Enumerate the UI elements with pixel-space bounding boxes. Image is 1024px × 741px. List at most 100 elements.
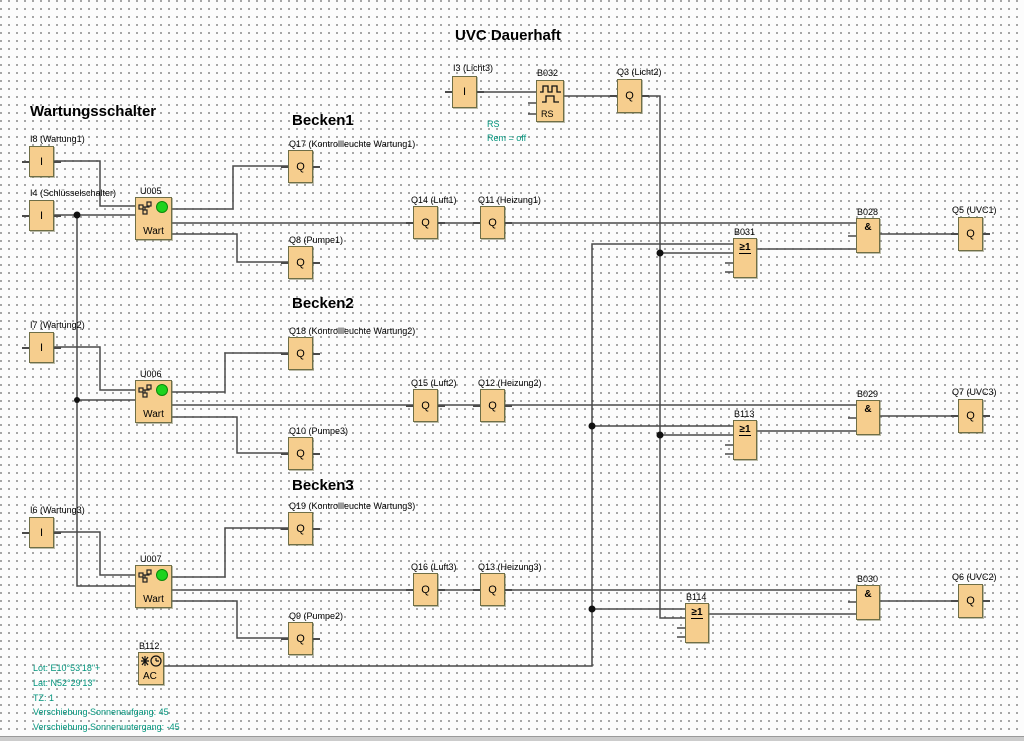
input-symbol: I	[39, 209, 44, 222]
block-or-b031[interactable]: ≥1	[733, 238, 757, 278]
label-b112: B112	[139, 641, 160, 651]
label-i8: I8 (Wartung1)	[30, 134, 85, 144]
or-symbol: ≥1	[739, 424, 751, 436]
block-output-q8[interactable]: Q	[281, 246, 320, 279]
label-q19: Q19 (Kontrollleuchte Wartung3)	[289, 501, 416, 511]
block-astro-clock-b112[interactable]: AC	[138, 652, 164, 685]
block-or-b113[interactable]: ≥1	[733, 420, 757, 460]
input-symbol: I	[39, 526, 44, 539]
output-symbol: Q	[296, 522, 305, 535]
block-input-i3[interactable]: I	[445, 76, 484, 108]
block-output-q15[interactable]: Q	[406, 389, 445, 422]
label-q10: Q10 (Pumpe3)	[289, 426, 349, 436]
label-q16: Q16 (Luft3)	[411, 562, 457, 572]
block-input-i6[interactable]: I	[22, 517, 61, 548]
block-input-i4[interactable]: I	[22, 200, 61, 231]
param-rem[interactable]: Rem = off	[487, 133, 527, 143]
input-symbol: I	[462, 86, 467, 98]
label-i6: I6 (Wartung3)	[30, 505, 85, 515]
block-udf-u005[interactable]: Wart	[135, 197, 172, 240]
block-output-q7[interactable]: Q	[951, 399, 990, 433]
param-longitude[interactable]: Lot: E10°53'18"+	[33, 663, 101, 673]
output-symbol: Q	[488, 583, 497, 596]
label-u005: U005	[140, 186, 162, 196]
block-output-q12[interactable]: Q	[473, 389, 512, 422]
param-rs[interactable]: RS	[487, 119, 500, 129]
astro-clock-icon	[141, 655, 163, 673]
block-output-q18[interactable]: Q	[281, 337, 320, 370]
label-q7: Q7 (UVC3)	[952, 387, 997, 397]
comment-becken1[interactable]: Becken1	[292, 112, 354, 129]
label-u007: U007	[140, 554, 162, 564]
label-b032: B032	[537, 68, 559, 78]
and-symbol: &	[864, 404, 872, 415]
output-symbol: Q	[421, 583, 430, 596]
block-input-i8[interactable]: I	[22, 146, 61, 177]
comment-uvc-dauerhaft[interactable]: UVC Dauerhaft	[455, 27, 561, 44]
label-b114: B114	[686, 592, 707, 602]
param-latitude[interactable]: Lat: N52°29'13"	[33, 678, 96, 688]
udf-symbol: Wart	[143, 226, 164, 237]
param-sunset-offset[interactable]: Verschiebung Sonnenuntergang: -45	[33, 722, 180, 732]
status-led-green	[156, 384, 168, 396]
status-led-green	[156, 201, 168, 213]
label-q9: Q9 (Pumpe2)	[289, 611, 344, 621]
pulse-relay-symbol: RS	[541, 109, 554, 119]
label-q18: Q18 (Kontrollleuchte Wartung2)	[289, 326, 416, 336]
block-output-q14[interactable]: Q	[406, 206, 445, 239]
label-b029: B029	[857, 389, 879, 399]
label-q17: Q17 (Kontrollleuchte Wartung1)	[289, 139, 416, 149]
block-output-q19[interactable]: Q	[281, 512, 320, 545]
output-symbol: Q	[421, 399, 430, 412]
label-b028: B028	[857, 207, 879, 217]
output-symbol: Q	[296, 347, 305, 360]
block-and-b030[interactable]: &	[856, 585, 880, 620]
udf-symbol: Wart	[143, 409, 164, 420]
block-output-q6[interactable]: Q	[951, 584, 990, 618]
label-q11: Q11 (Heizung1)	[478, 195, 541, 205]
output-symbol: Q	[296, 256, 305, 269]
or-symbol: ≥1	[739, 242, 751, 254]
status-led-green	[156, 569, 168, 581]
block-pulse-relay-b032[interactable]: RS	[536, 80, 564, 122]
output-symbol: Q	[966, 595, 975, 607]
label-i4: I4 (Schlüsselschalter)	[30, 188, 117, 198]
label-q8: Q8 (Pumpe1)	[289, 235, 344, 245]
param-sunrise-offset[interactable]: Verschiebung Sonnenaufgang: 45	[33, 707, 169, 717]
block-output-q17[interactable]: Q	[281, 150, 320, 183]
label-q14: Q14 (Luft1)	[411, 195, 457, 205]
comment-becken2[interactable]: Becken2	[292, 295, 354, 312]
label-i7: I7 (Wartung2)	[30, 320, 85, 330]
block-udf-u006[interactable]: Wart	[135, 380, 172, 423]
block-output-q10[interactable]: Q	[281, 437, 320, 470]
label-q6: Q6 (UVC2)	[952, 572, 997, 582]
block-output-q9[interactable]: Q	[281, 622, 320, 655]
block-and-b028[interactable]: &	[856, 218, 880, 253]
input-symbol: I	[39, 155, 44, 168]
block-output-q11[interactable]: Q	[473, 206, 512, 239]
block-udf-u007[interactable]: Wart	[135, 565, 172, 608]
output-symbol: Q	[488, 399, 497, 412]
udf-icon	[138, 201, 154, 221]
block-output-q5[interactable]: Q	[951, 217, 990, 251]
block-output-q3[interactable]: Q	[610, 79, 649, 113]
block-input-i7[interactable]: I	[22, 332, 61, 363]
label-u006: U006	[140, 369, 162, 379]
label-q3: Q3 (Licht2)	[617, 67, 662, 77]
input-symbol: I	[39, 341, 44, 354]
output-symbol: Q	[966, 228, 975, 240]
block-output-q13[interactable]: Q	[473, 573, 512, 606]
comment-becken3[interactable]: Becken3	[292, 477, 354, 494]
udf-icon	[138, 569, 154, 589]
block-and-b029[interactable]: &	[856, 400, 880, 435]
udf-icon	[138, 384, 154, 404]
block-output-q16[interactable]: Q	[406, 573, 445, 606]
label-q15: Q15 (Luft2)	[411, 378, 457, 388]
param-timezone[interactable]: TZ: 1	[33, 693, 55, 703]
comment-wartungsschalter[interactable]: Wartungsschalter	[30, 103, 157, 120]
block-or-b114[interactable]: ≥1	[685, 603, 709, 643]
label-q13: Q13 (Heizung3)	[478, 562, 542, 572]
output-symbol: Q	[488, 216, 497, 229]
